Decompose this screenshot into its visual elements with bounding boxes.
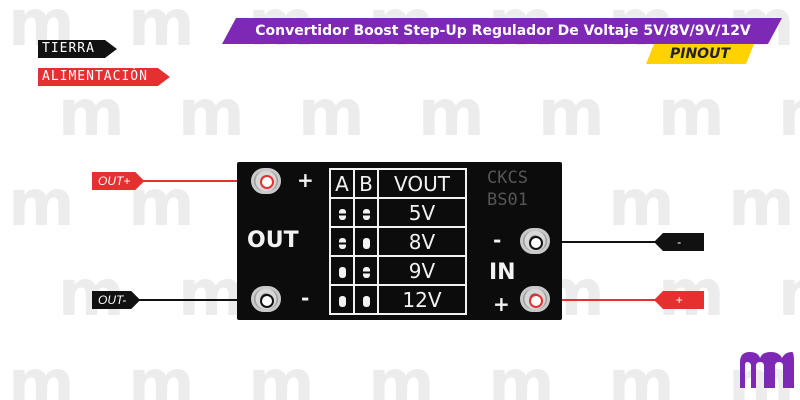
board-in-minus-sign: - xyxy=(493,228,502,252)
table-row: 8V xyxy=(329,226,467,257)
watermark-letter: m xyxy=(298,77,365,151)
wire-in-plus xyxy=(532,299,660,301)
brand-logo xyxy=(740,352,794,388)
vout-value: 12V xyxy=(377,284,467,315)
table-row: 9V xyxy=(329,255,467,286)
wire-out-plus xyxy=(138,180,266,182)
pin-marker-out-minus xyxy=(260,294,274,308)
pinout-badge xyxy=(646,44,754,64)
pin-marker-out-plus xyxy=(260,175,274,189)
tag-out-minus: OUT- xyxy=(92,291,140,309)
watermark-letter: m xyxy=(178,257,245,331)
vout-value: 9V xyxy=(377,255,467,286)
table-row: 5V xyxy=(329,197,467,228)
jumper-b-pad xyxy=(362,237,370,249)
jumper-a-pad xyxy=(338,208,346,220)
voltage-jumper-table: A B VOUT 5V 8V 9V 12V xyxy=(329,168,467,315)
table-row: 12V xyxy=(329,284,467,315)
watermark-letter: m xyxy=(658,77,725,151)
watermark-letter: m xyxy=(8,167,75,241)
vout-value: 5V xyxy=(377,197,467,228)
watermark-letter: m xyxy=(58,77,125,151)
table-header-row: A B VOUT xyxy=(329,168,467,199)
watermark-letter: m xyxy=(128,347,195,400)
board-in-plus-sign: + xyxy=(493,292,510,316)
tag-in-plus: + xyxy=(654,291,704,309)
board-out-minus-sign: - xyxy=(301,286,310,310)
board-out-plus-sign: + xyxy=(297,168,314,192)
watermark-letter: m xyxy=(538,77,605,151)
watermark-letter: m xyxy=(778,262,800,326)
watermark-letter: m xyxy=(178,77,245,151)
tag-in-minus: - xyxy=(654,233,704,251)
watermark-letter: m xyxy=(608,347,675,400)
header-b: B xyxy=(353,168,379,199)
watermark-letter: m xyxy=(128,0,195,61)
pin-marker-in-plus xyxy=(529,294,543,308)
legend-ground: TIERRA xyxy=(38,40,117,58)
watermark-letter: m xyxy=(248,347,315,400)
watermark-letter: m xyxy=(728,167,795,241)
watermark-letter: m xyxy=(418,77,485,151)
watermark-letter: m xyxy=(8,347,75,400)
watermark-letter: m xyxy=(778,82,800,146)
watermark-letter: m xyxy=(608,167,675,241)
pinout-badge-label: PINOUT xyxy=(669,46,730,62)
tag-out-plus: OUT+ xyxy=(92,172,144,190)
jumper-a-pad xyxy=(338,266,346,278)
wire-out-minus xyxy=(138,299,266,301)
header-a: A xyxy=(329,168,355,199)
jumper-b-pad xyxy=(362,266,370,278)
jumper-a-pad xyxy=(338,237,346,249)
jumper-b-pad xyxy=(362,208,370,220)
board-out-label: OUT xyxy=(247,228,299,253)
legend-power: ALIMENTACIÓN xyxy=(38,68,170,86)
watermark-letter: m xyxy=(488,347,555,400)
jumper-a-pad xyxy=(338,295,346,307)
pin-marker-in-minus xyxy=(529,236,543,250)
board-in-label: IN xyxy=(489,260,516,285)
watermark-letter: m xyxy=(368,347,435,400)
jumper-b-pad xyxy=(362,295,370,307)
wire-in-minus xyxy=(532,241,660,243)
diagram-title: Convertidor Boost Step-Up Regulador De V… xyxy=(255,23,751,39)
title-banner xyxy=(222,18,782,44)
header-vout: VOUT xyxy=(377,168,467,199)
silk-label-ckcs: CKCS xyxy=(487,168,528,188)
silk-label-bs01: BS01 xyxy=(487,190,528,210)
vout-value: 8V xyxy=(377,226,467,257)
